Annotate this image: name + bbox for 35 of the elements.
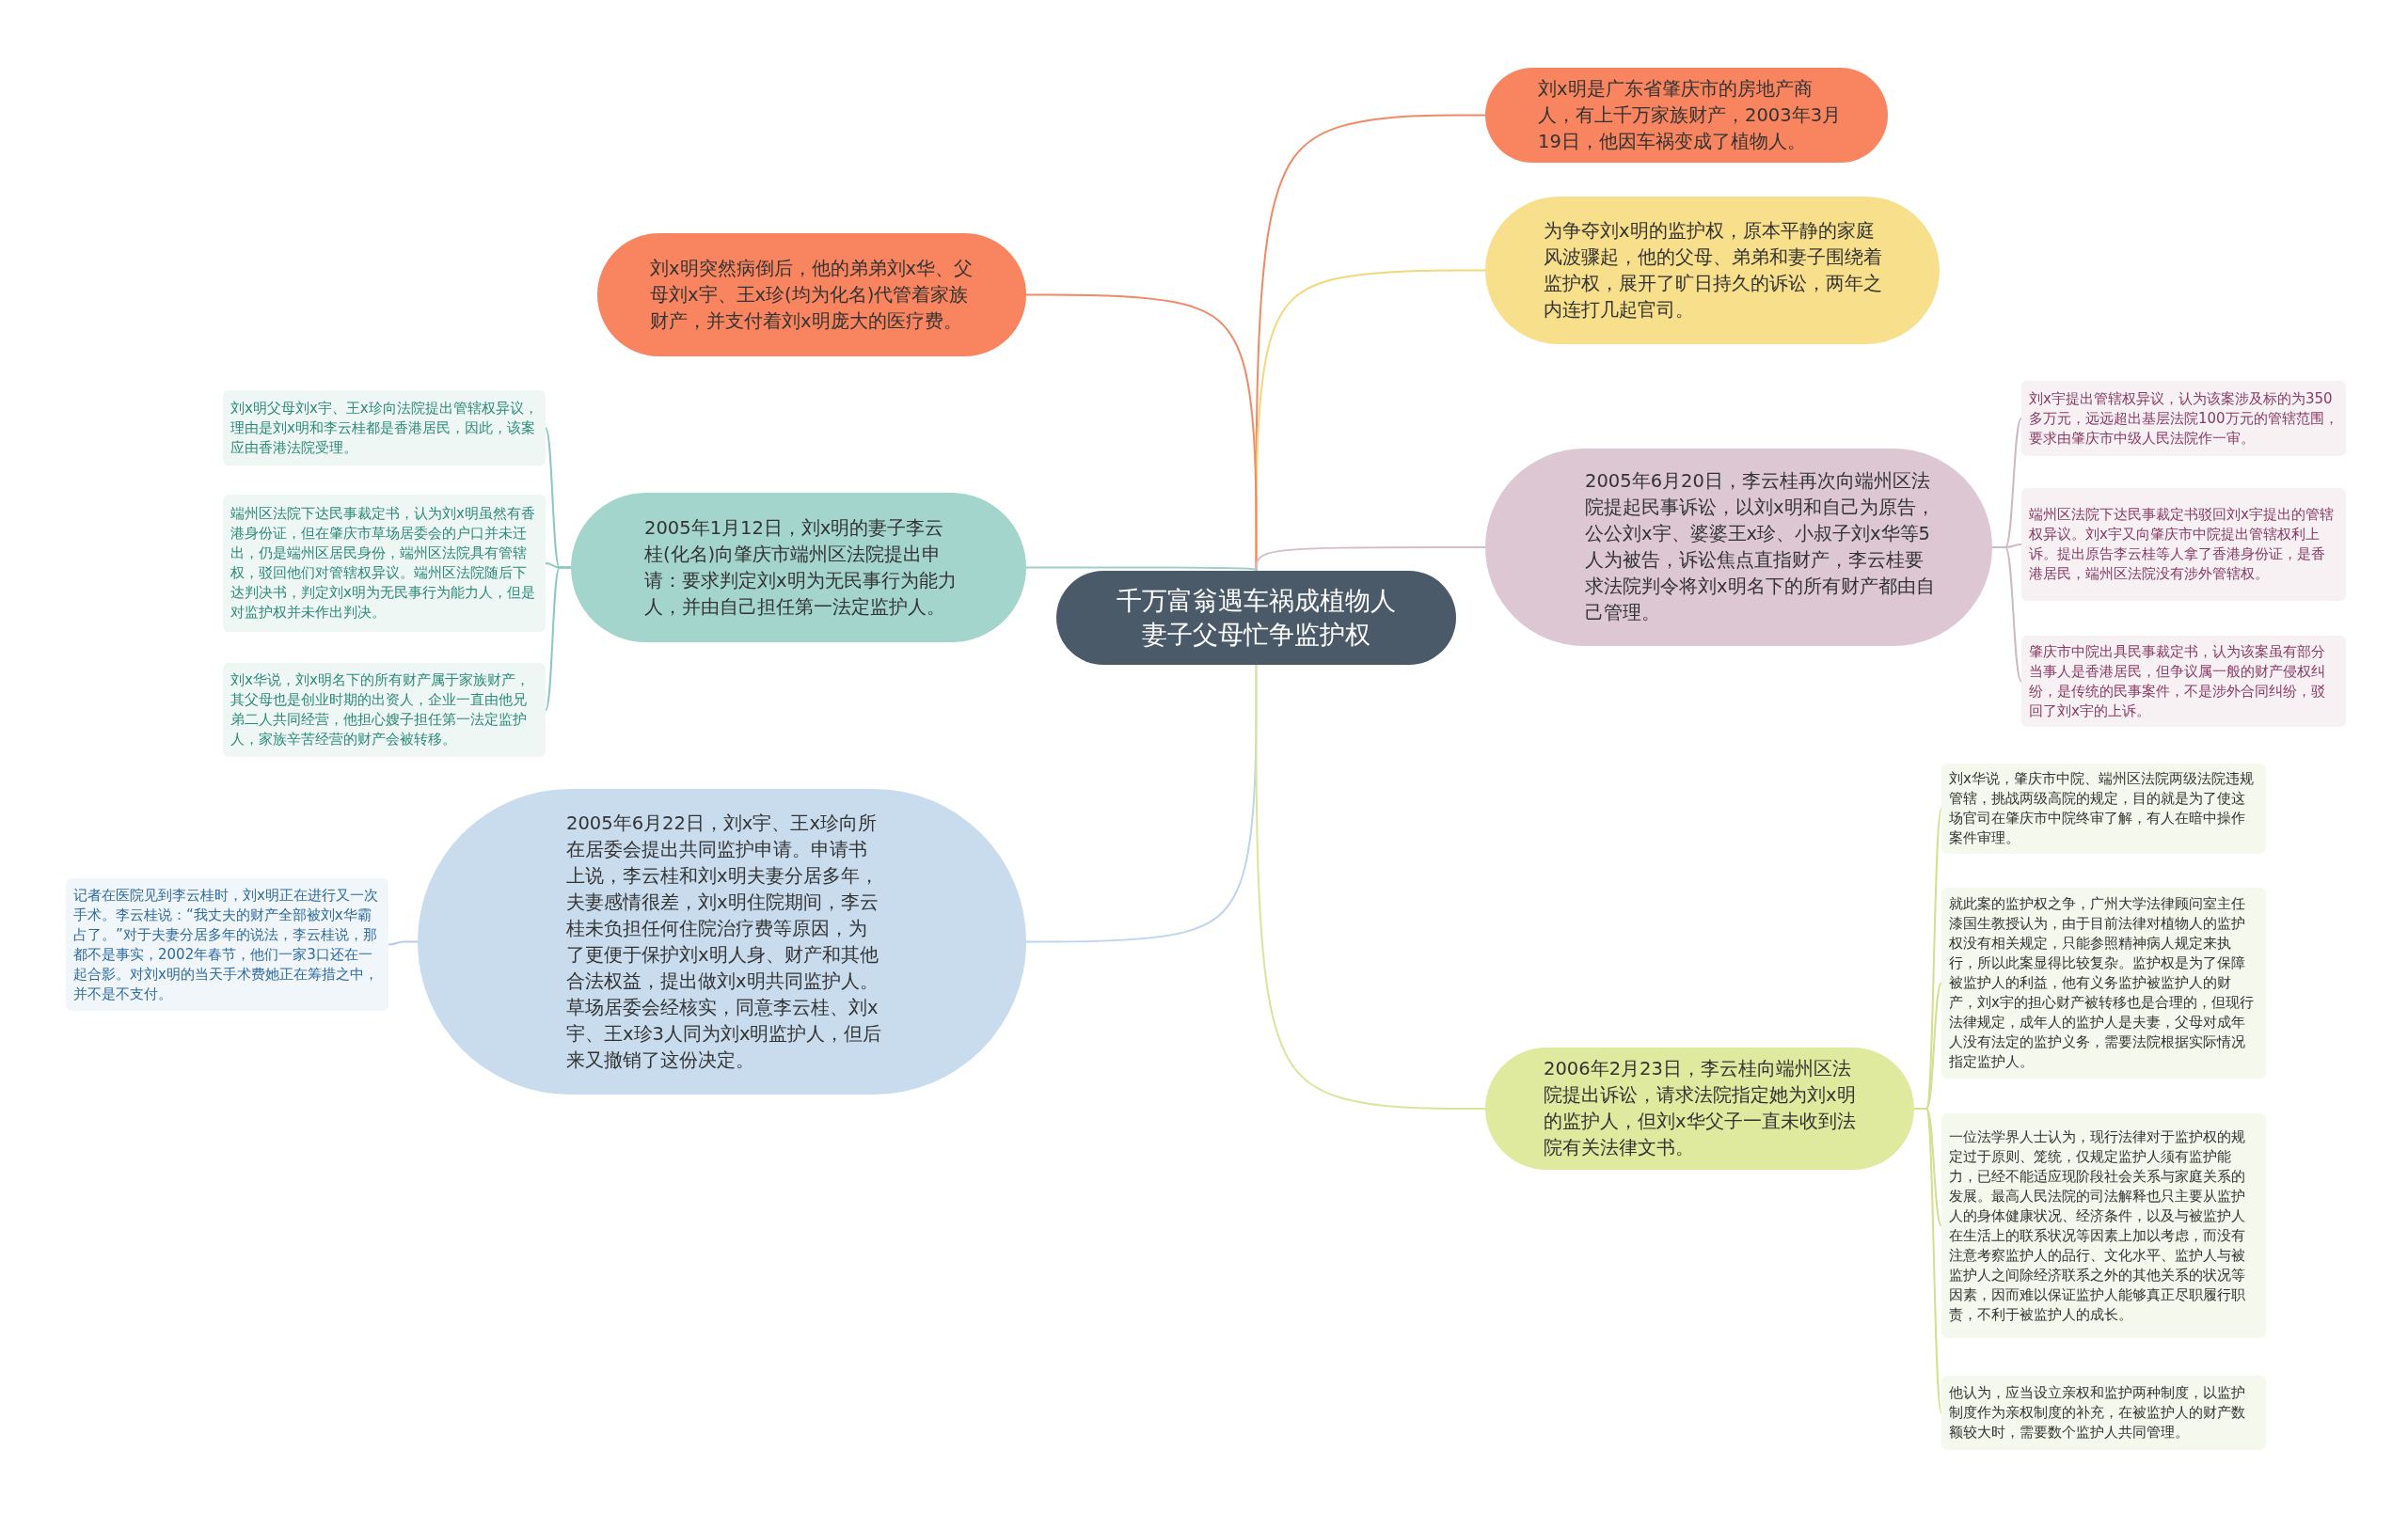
node-text: 2005年6月22日，刘x宇、王x珍向所在居委会提出共同监护申请。申请书上说，李云桂和刘x明夫妻分居多年，夫妻感情很差，刘x明住院期间，李云桂未负担任何住院治疗费等原因，为了更便于保护刘x明人身、财产和其他合法权益，提出做刘x明共同监护人。草场居委会经核实，同意李云桂、刘x宇、王x珍3人同为刘x明监护人，但后来又撤销了这份决定。 bbox=[566, 811, 883, 1073]
node-text: 2005年6月20日，李云桂再次向端州区法院提起民事诉讼，以刘x明和自己为原告，公公刘x宇、婆婆王x珍、小叔子刘x华等5人为被告，诉讼焦点直指财产，李云桂要求法院判令将刘x明名下的所有财产都由自己管理。 bbox=[1585, 469, 1936, 625]
connector-line bbox=[1255, 546, 1486, 572]
node-text: 一位法学界人士认为，现行法律对于监护权的规定过于原则、笼统，仅规定监护人须有监护能力，已经不能适应现阶段社会关系与家庭关系的发展。最高人民法院的司法解释也只主要从监护人的身体健康状况、经济条件，以及与被监护人在生活上的联系状况等因素上加以考虑，而没有注意考察监护人的品行、文化水平、监护人与被监护人之间除经济联系之外的其他关系的状况等因素，因而难以保证监护人能够真正尽职履行职责，不利于被监护人的成长。 bbox=[1949, 1127, 2246, 1325]
connector-line bbox=[1025, 566, 1258, 572]
note-card bbox=[2021, 636, 2346, 727]
note-card bbox=[223, 495, 546, 632]
node-text: 刘x宇提出管辖权异议，认为该案涉及标的为350多万元，远远超出基层法院100万元的管辖范围，要求由肇庆市中级人民法院作一审。 bbox=[2029, 388, 2338, 449]
node-text: 端州区法院下达民事裁定书驳回刘x宇提出的管辖权异议。刘x宇又向肇庆市中院提出管辖权利上诉。提出原告李云桂等人拿了香港身份证，是香港居民，端州区法院没有涉外管辖权。 bbox=[2029, 505, 2335, 584]
connector-line bbox=[1913, 1108, 1942, 1414]
node-text: 为争夺刘x明的监护权，原本平静的家庭风波骤起，他的父母、弟弟和妻子围绕着监护权，展开了旷日持久的诉讼，两年之内连打几起官司。 bbox=[1544, 218, 1883, 323]
node-text: 刘x明是广东省肇庆市的房地产商人，有上千万家族财产，2003年3月19日，他因车祸变成了植物人。 bbox=[1538, 76, 1843, 154]
note-card bbox=[1941, 764, 2266, 854]
note-card bbox=[223, 663, 546, 757]
node-text: 肇庆市中院出具民事裁定书，认为该案虽有部分当事人是香港居民，但争议属一般的财产侵权纠纷，是传统的民事案件，不是涉外合同纠纷，驳回了刘x宇的上诉。 bbox=[2029, 641, 2326, 721]
node-text: 记者在医院见到李云桂时，刘x明正在进行又一次手术。李云桂说：“我丈夫的财产全部被刘x华霸占了。”对于夫妻分居多年的说法，李云桂说，那都不是事实，2002年春节，他们一家3口还在一起合影。对刘x明的当天手术费她正在筹措之中，并不是不支付。 bbox=[73, 885, 379, 1004]
connector-line bbox=[545, 566, 572, 711]
node-text: 刘x明突然病倒后，他的弟弟刘x华、父母刘x宇、王x珍(均为化名)代管着家族财产，并支付着刘x明庞大的医疗费。 bbox=[650, 256, 974, 334]
note-card bbox=[2021, 488, 2346, 601]
node-text: 2006年2月23日，李云桂向端州区法院提出诉讼，请求法院指定她为刘x明的监护人，但刘x华父子一直未收到法院有关法律文书。 bbox=[1544, 1057, 1857, 1160]
node-text: 他认为，应当设立亲权和监护两种制度，以监护制度作为亲权制度的补充，在被监护人的财产数额较大时，需要数个监护人共同管理。 bbox=[1949, 1383, 2246, 1442]
node-text: 千万富翁遇车祸成植物人妻子父母忙争监护权 bbox=[1116, 585, 1397, 651]
note-card bbox=[1941, 1113, 2266, 1338]
connector-line bbox=[388, 940, 419, 946]
note-card bbox=[1941, 1376, 2266, 1450]
node-text: 刘x华说，刘x明名下的所有财产属于家族财产，其父母也是创业时期的出资人，企业一直由他兄弟二人共同经营，他担心嫂子担任第一法定监护人，家族辛苦经营的财产会被转移。 bbox=[230, 670, 531, 749]
node-text: 就此案的监护权之争，广州大学法律顾问室主任漆国生教授认为，由于目前法律对植物人的监护权没有相关规定，只能参照精神病人规定来执行，所以此案显得比较复杂。监护权是为了保障被监护人的利益，他有义务监护被监护人的财产，刘x宇的担心财产被转移也是合理的，但现行法律规定，成年人的监护人是夫妻，父母对成年人没有法定的监护义务，需要法院根据实际情况指定监护人。 bbox=[1949, 894, 2255, 1072]
note-card bbox=[2021, 381, 2346, 456]
node-text: 刘x明父母刘x宇、王x珍向法院提出管辖权异议，理由是刘x明和李云桂都是香港居民，因此，该案应由香港法院受理。 bbox=[230, 398, 538, 458]
connector-line bbox=[1255, 664, 1486, 1110]
node-text: 刘x华说，肇庆市中院、端州区法院两级法院违规管辖，挑战两级高院的规定，目的就是为了使这场官司在肇庆市中院终审了解，有人在暗中操作案件审理。 bbox=[1949, 769, 2255, 848]
node-text: 端州区法院下达民事裁定书，认为刘x明虽然有香港身份证，但在肇庆市草场居委会的户口并未迁出，仍是端州区居民身份，端州区法院具有管辖权，驳回他们对管辖权异议。端州区法院随后下达判决书，判定刘x明为无民事行为能力人，但是对监护权并未作出判决。 bbox=[230, 504, 536, 623]
connector-line bbox=[1991, 546, 2022, 683]
note-card bbox=[223, 390, 546, 465]
node-text: 2005年1月12日，刘x明的妻子李云桂(化名)向肇庆市端州区法院提出申请：要求判定刘x明为无民事行为能力人，并由自己担任第一法定监护人。 bbox=[644, 515, 958, 620]
